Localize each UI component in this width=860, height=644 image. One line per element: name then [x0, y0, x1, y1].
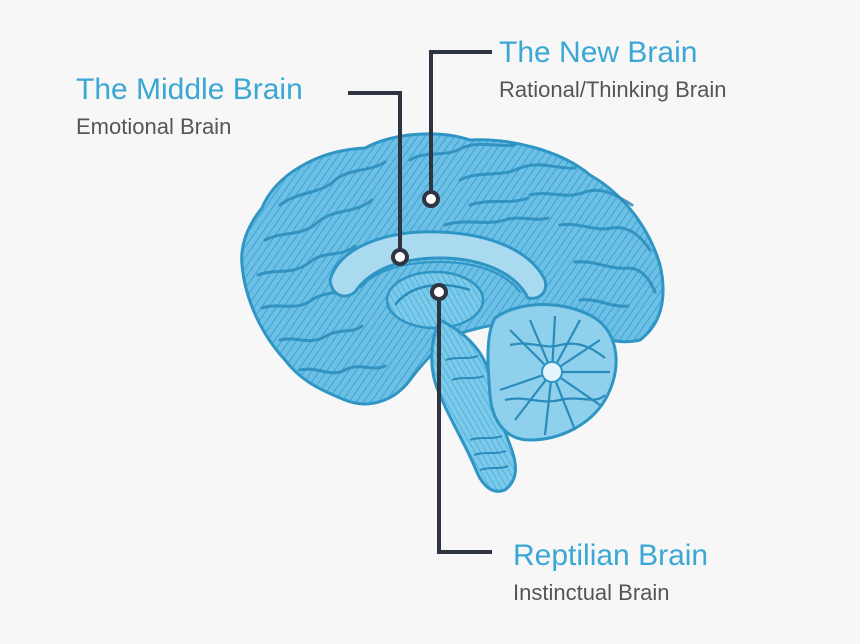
middle-brain-label: The Middle Brain Emotional Brain — [76, 72, 303, 142]
reptilian-brain-label: Reptilian Brain Instinctual Brain — [513, 538, 708, 608]
middle-brain-leader-line — [348, 91, 402, 252]
reptilian-brain-marker — [430, 283, 448, 301]
middle-brain-subtitle: Emotional Brain — [76, 114, 232, 139]
middle-brain-title: The Middle Brain — [76, 73, 303, 106]
reptilian-brain-subtitle: Instinctual Brain — [513, 580, 670, 605]
new-brain-leader-line — [429, 50, 492, 194]
corpus-callosum — [328, 230, 548, 300]
new-brain-marker — [422, 190, 440, 208]
new-brain-label: The New Brain Rational/Thinking Brain — [499, 35, 726, 105]
middle-brain-marker — [391, 248, 409, 266]
reptilian-brain-title: Reptilian Brain — [513, 539, 709, 572]
reptilian-brain-leader-line — [437, 297, 492, 554]
new-brain-subtitle: Rational/Thinking Brain — [499, 77, 727, 102]
new-brain-title: The New Brain — [499, 36, 698, 69]
